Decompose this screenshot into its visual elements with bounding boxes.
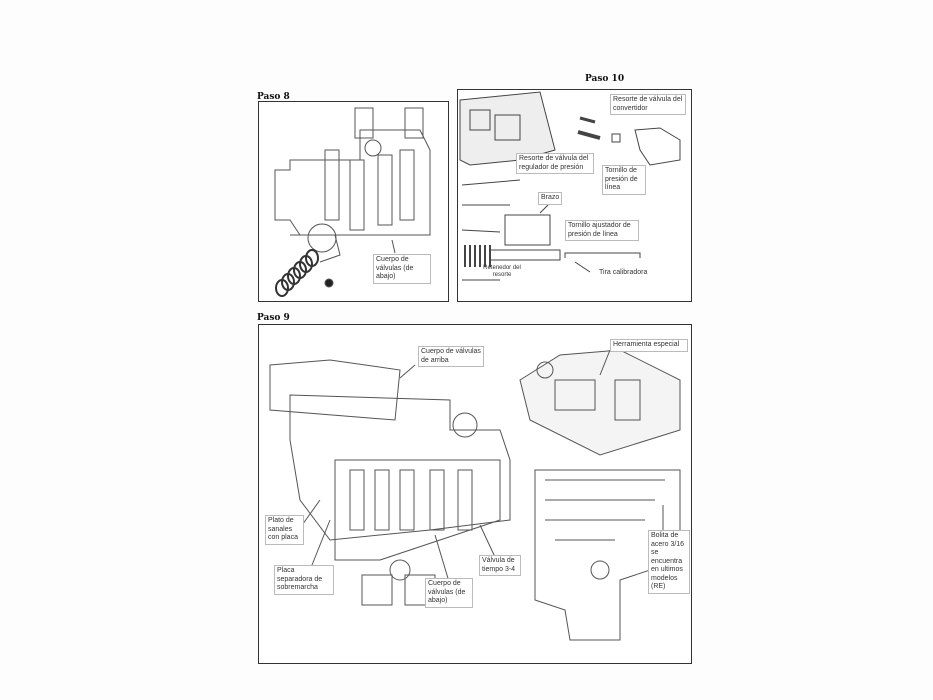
- label-converter-spring: Resorte de válvula del convertidor: [610, 94, 686, 115]
- label-line-pressure-screw: Tornillo de presión de línea: [602, 165, 646, 195]
- label-overdrive-separator-plate: Placa separadora de sobremarcha: [274, 565, 334, 595]
- label-spring-retainer: Retenedor del resorte: [483, 265, 521, 278]
- label-arm: Brazo: [538, 192, 563, 205]
- label-channel-plate: Plato de sanales con placa: [265, 515, 304, 545]
- label-gauge-strip: Tira calibradora: [599, 269, 648, 276]
- label-lower-valve-body-9: Cuerpo de válvulas (de abajo): [425, 578, 473, 608]
- step-10-panel: [457, 89, 692, 302]
- label-steel-ball: Bolita de acero 3/16 se encuentra en ult…: [648, 530, 690, 594]
- label-upper-valve-body: Cuerpo de válvulas de arriba: [418, 346, 484, 367]
- step-8-title: Paso 8: [257, 92, 290, 102]
- label-lower-valve-body: Cuerpo de válvulas (de abajo): [373, 254, 431, 284]
- step-10-title: Paso 10: [585, 74, 625, 84]
- label-adjust-screw: Tornillo ajustador de presión de línea: [565, 220, 639, 241]
- label-regulator-spring: Resorte de válvula del regulador de pres…: [516, 153, 594, 174]
- label-3-4-timing-valve: Válvula de tiempo 3-4: [479, 555, 521, 576]
- label-special-tool: Herramienta especial: [610, 339, 688, 352]
- step-9-title: Paso 9: [257, 313, 290, 323]
